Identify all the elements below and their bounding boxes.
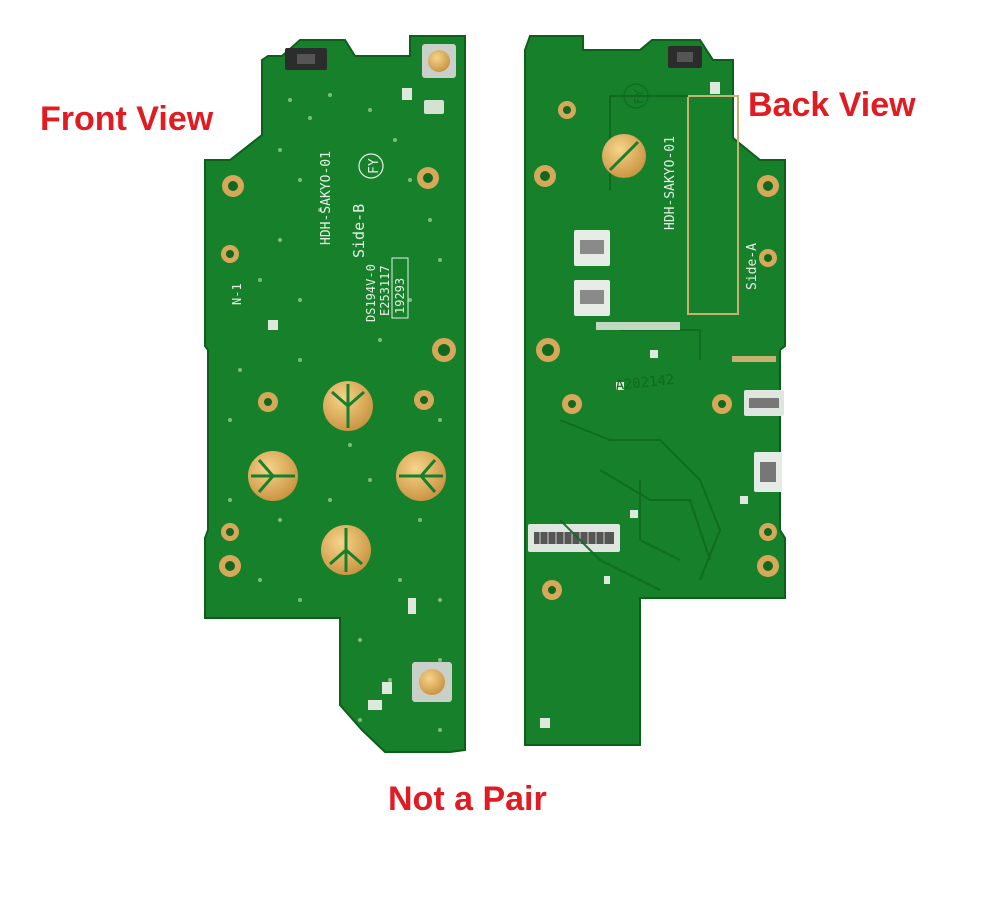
front-silk-ds194: DS194V-0 xyxy=(364,264,378,322)
front-silk-fy: FY xyxy=(367,158,382,174)
not-a-pair-caption: Not a Pair xyxy=(388,780,547,818)
front-vias xyxy=(228,93,442,732)
back-view-caption: Back View xyxy=(748,86,916,124)
back-silk-code: A202142 xyxy=(615,372,675,394)
back-mounting-holes xyxy=(534,101,779,600)
front-mounting-holes xyxy=(219,167,456,577)
back-board: HDH-SAKYO-01 Side-A FY A202142 xyxy=(524,35,786,746)
front-silk-n1: N-1 xyxy=(230,283,244,305)
front-silk-19293: 19293 xyxy=(393,278,407,314)
back-board-outline xyxy=(524,35,786,746)
front-silk-side: Side-B xyxy=(350,204,368,258)
front-silk-model: HDH-SAKYO-01 xyxy=(319,151,334,245)
front-view-caption: Front View xyxy=(40,100,214,138)
front-board: HDH-SAKYO-01 Side-B FY DS194V-0 E253117 … xyxy=(204,35,466,753)
back-silk-side: Side-A xyxy=(745,243,760,290)
back-gold-pad xyxy=(602,134,646,178)
back-silk-model: HDH-SAKYO-01 xyxy=(663,136,678,230)
front-dpad-contacts xyxy=(248,381,446,575)
front-silk-e253117: E253117 xyxy=(378,265,392,316)
back-small-connectors xyxy=(574,230,610,316)
back-silk-fy: FY xyxy=(632,89,646,104)
